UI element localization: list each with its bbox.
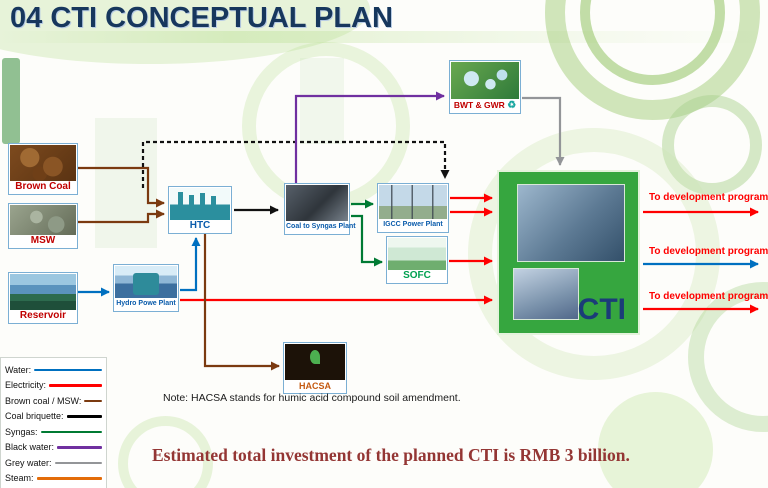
msw-label: MSW [10, 235, 76, 247]
node-htc: HTC [168, 186, 232, 234]
legend: Water: Electricity: Brown coal / MSW: Co… [0, 357, 107, 488]
legend-line-electricity [49, 384, 102, 387]
output-label-1: To development programs [649, 192, 768, 203]
legend-line-steam [36, 477, 102, 480]
legend-row-syngas: Syngas: [5, 424, 102, 440]
legend-row-electricity: Electricity: [5, 378, 102, 394]
legend-label: Coal briquette: [5, 411, 64, 422]
bwt-gwr-label: BWT & GWR ♻ [451, 99, 519, 112]
cti-building-photo [513, 268, 579, 320]
legend-label: Electricity: [5, 380, 47, 391]
brown-coal-label: Brown Coal [10, 181, 76, 193]
legend-line-blackwater [57, 446, 102, 449]
page-title: 04 CTI CONCEPTUAL PLAN [10, 2, 393, 34]
edge-briquette-htc-igcc [141, 140, 450, 188]
legend-line-briquette [66, 415, 102, 418]
legend-label: Water: [5, 364, 32, 375]
legend-line-syngas [40, 430, 102, 433]
hydro-image [115, 266, 177, 298]
legend-line-browncoal [84, 399, 102, 402]
legend-row-briquette: Coal briquette: [5, 409, 102, 425]
output-label-3: To development programs [649, 291, 768, 302]
legend-line-water [34, 368, 102, 371]
output-label-2: To development programs [649, 246, 768, 257]
brown-coal-image [10, 145, 76, 181]
hacsa-note: Note: HACSA stands for humic acid compou… [163, 392, 461, 404]
legend-row-browncoal: Brown coal / MSW: [5, 393, 102, 409]
legend-line-greywater [54, 461, 102, 464]
cti-powerplant-photo [517, 184, 625, 262]
edge-hydro-htc [180, 237, 201, 292]
investment-statement: Estimated total investment of the planne… [152, 445, 630, 465]
coal-to-syngas-image [286, 185, 348, 221]
coal-to-syngas-label: Coal to Syngas Plant [286, 221, 356, 233]
legend-label: Brown coal / MSW: [5, 395, 82, 406]
reservoir-label: Reservoir [10, 310, 76, 322]
node-coal-to-syngas: Coal to Syngas Plant [284, 183, 356, 235]
htc-label: HTC [170, 220, 230, 232]
edge-syngas-sofc [351, 214, 383, 267]
bwt-gwr-image [451, 62, 519, 99]
legend-label: Black water: [5, 442, 55, 453]
legend-label: Grey water: [5, 457, 52, 468]
node-hacsa: HACSA [283, 342, 347, 394]
node-brown-coal: Brown Coal [8, 143, 78, 195]
node-sofc: SOFC [386, 236, 448, 284]
legend-row-greywater: Grey water: [5, 455, 102, 471]
legend-label: Steam: [5, 473, 34, 484]
sofc-image [388, 238, 446, 270]
edge-blackwater-bwt [294, 91, 445, 206]
node-reservoir: Reservoir [8, 272, 78, 324]
recycle-icon: ♻ [507, 100, 517, 111]
hydro-label: Hydro Powe Plant [115, 298, 177, 310]
msw-image [10, 205, 76, 235]
edge-htc-hacsa [203, 234, 280, 371]
reservoir-image [10, 274, 76, 310]
edge-msw-htc [78, 209, 165, 224]
edge-greywater-cti [522, 96, 565, 166]
cti-label: CTI [577, 293, 626, 326]
node-msw: MSW [8, 203, 78, 249]
igcc-label: IGCC Power Plant [379, 219, 447, 231]
node-bwt-gwr: BWT & GWR ♻ [449, 60, 521, 114]
igcc-image [379, 185, 447, 219]
bwt-gwr-text: BWT & GWR [453, 100, 505, 110]
htc-image [170, 188, 230, 220]
legend-row-steam: Steam: [5, 471, 102, 487]
legend-row-blackwater: Black water: [5, 440, 102, 456]
sofc-label: SOFC [388, 270, 446, 282]
legend-row-water: Water: [5, 362, 102, 378]
hacsa-label: HACSA [285, 380, 345, 392]
legend-label: Syngas: [5, 426, 38, 437]
hacsa-image [285, 344, 345, 380]
node-hydro: Hydro Powe Plant [113, 264, 179, 312]
edge-browncoal-htc [78, 166, 165, 208]
node-cti: CTI [497, 170, 640, 335]
node-igcc: IGCC Power Plant [377, 183, 449, 233]
